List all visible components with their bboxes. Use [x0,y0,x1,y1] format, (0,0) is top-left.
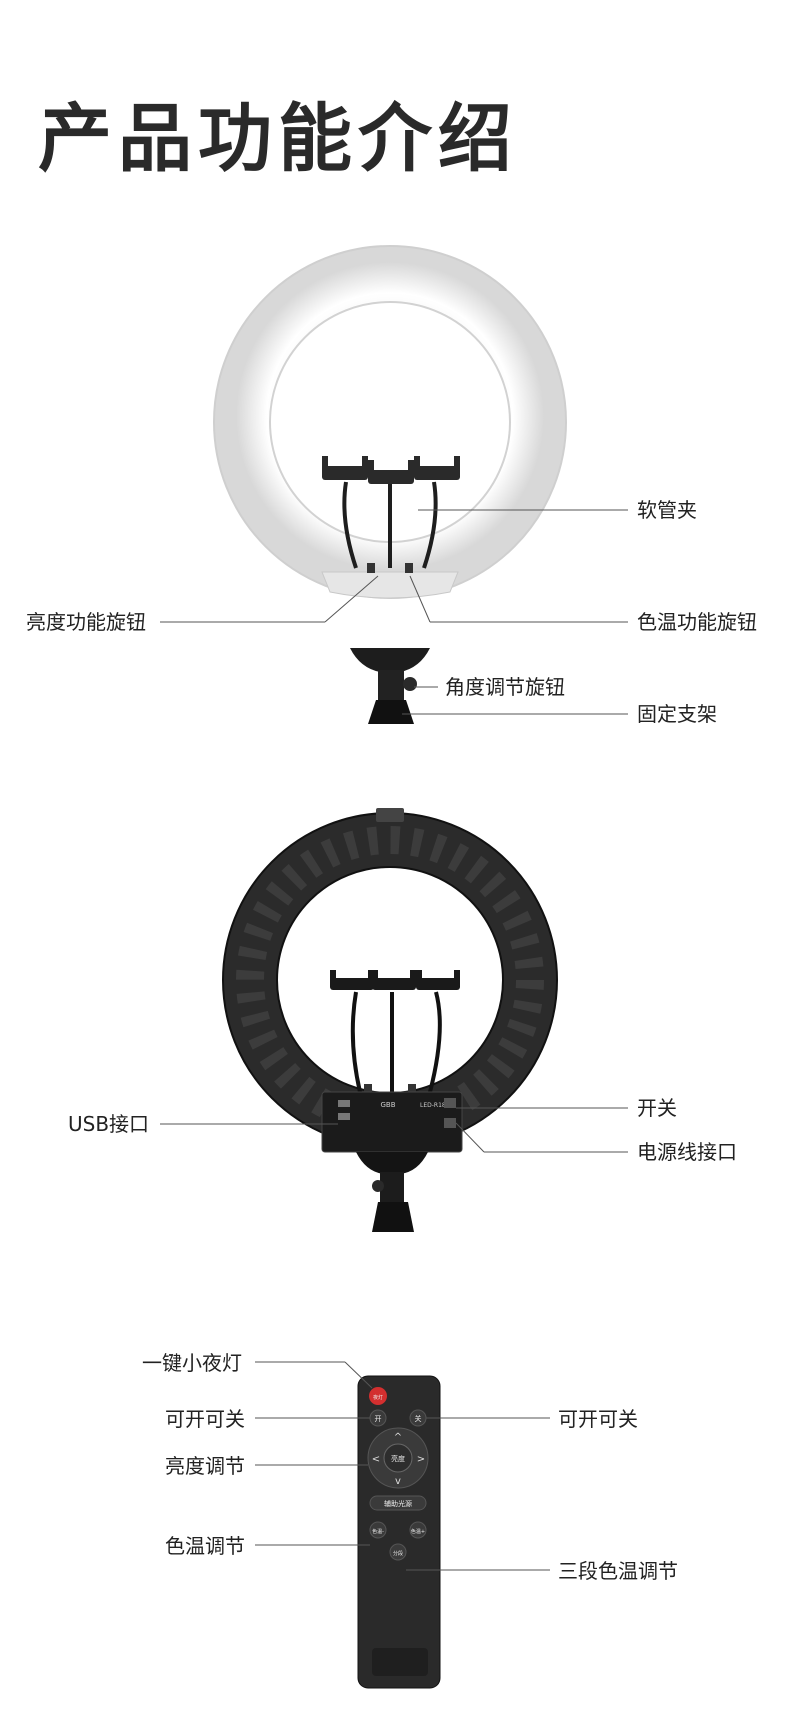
night-light-button [369,1387,387,1405]
brightness-knob-shape [367,563,375,573]
angle-knob-shape [403,677,417,691]
svg-text:^: ^ [394,1432,402,1443]
ring-light-front-figure [160,245,628,724]
usb-port-shape [338,1100,350,1107]
label-power-switch: 开关 [637,1096,677,1120]
label-three-stage: 三段色温调节 [558,1559,678,1583]
svg-text:夜灯: 夜灯 [373,1394,383,1401]
power-port-shape [444,1118,456,1128]
svg-text:色温-: 色温- [372,1528,384,1535]
label-on-off-right: 可开可关 [558,1407,638,1431]
label-on-off-left: 可开可关 [165,1407,245,1431]
label-power-port: 电源线接口 [637,1140,737,1164]
label-color-temp-adjust: 色温调节 [165,1534,245,1558]
fixed-mount-shape [368,700,414,724]
svg-text:<: < [372,1454,380,1465]
label-fixed-mount: 固定支架 [637,702,717,726]
svg-text:v: v [395,1476,401,1487]
power-switch-shape [444,1098,456,1108]
color-temp-knob-shape [405,563,413,573]
svg-text:分段: 分段 [393,1550,403,1557]
ring-rib-pattern [236,826,544,1134]
remote-control-figure: ^ < > v 夜灯 开 关 亮度 辅助光源 色温- 色温+ 分段 [255,1361,550,1689]
front-control-box [321,571,459,599]
svg-text:辅助光源: 辅助光源 [384,1499,412,1508]
temp-minus-button [369,1521,387,1539]
temp-plus-button [409,1521,427,1539]
label-night-light: 一键小夜灯 [142,1351,242,1375]
panel-model-text: LED-R18 [420,1102,446,1109]
svg-text:关: 关 [415,1414,422,1423]
svg-text:色温+: 色温+ [411,1528,425,1535]
mount-base-shape [350,648,430,672]
label-hose-clip: 软管夹 [637,498,697,522]
page-title: 产品功能介绍 [38,96,518,182]
label-usb-port: USB接口 [68,1112,150,1136]
label-angle-knob: 角度调节旋钮 [445,675,565,699]
white-ring-light [214,246,566,598]
svg-text:亮度: 亮度 [391,1454,405,1463]
svg-text:开: 开 [375,1415,382,1423]
svg-text:>: > [417,1454,425,1465]
label-brightness-adjust: 亮度调节 [165,1454,245,1478]
segment-button [389,1543,407,1561]
aux-light-button [369,1495,427,1511]
phone-clip-icon [330,970,460,990]
phone-clip-icon [322,456,460,484]
label-brightness-knob: 亮度功能旋钮 [26,610,146,634]
panel-brand-text: GBB [380,1101,395,1109]
label-color-temp-knob: 色温功能旋钮 [637,610,757,634]
ring-light-back-figure: GBB LED-R18 [160,808,628,1232]
